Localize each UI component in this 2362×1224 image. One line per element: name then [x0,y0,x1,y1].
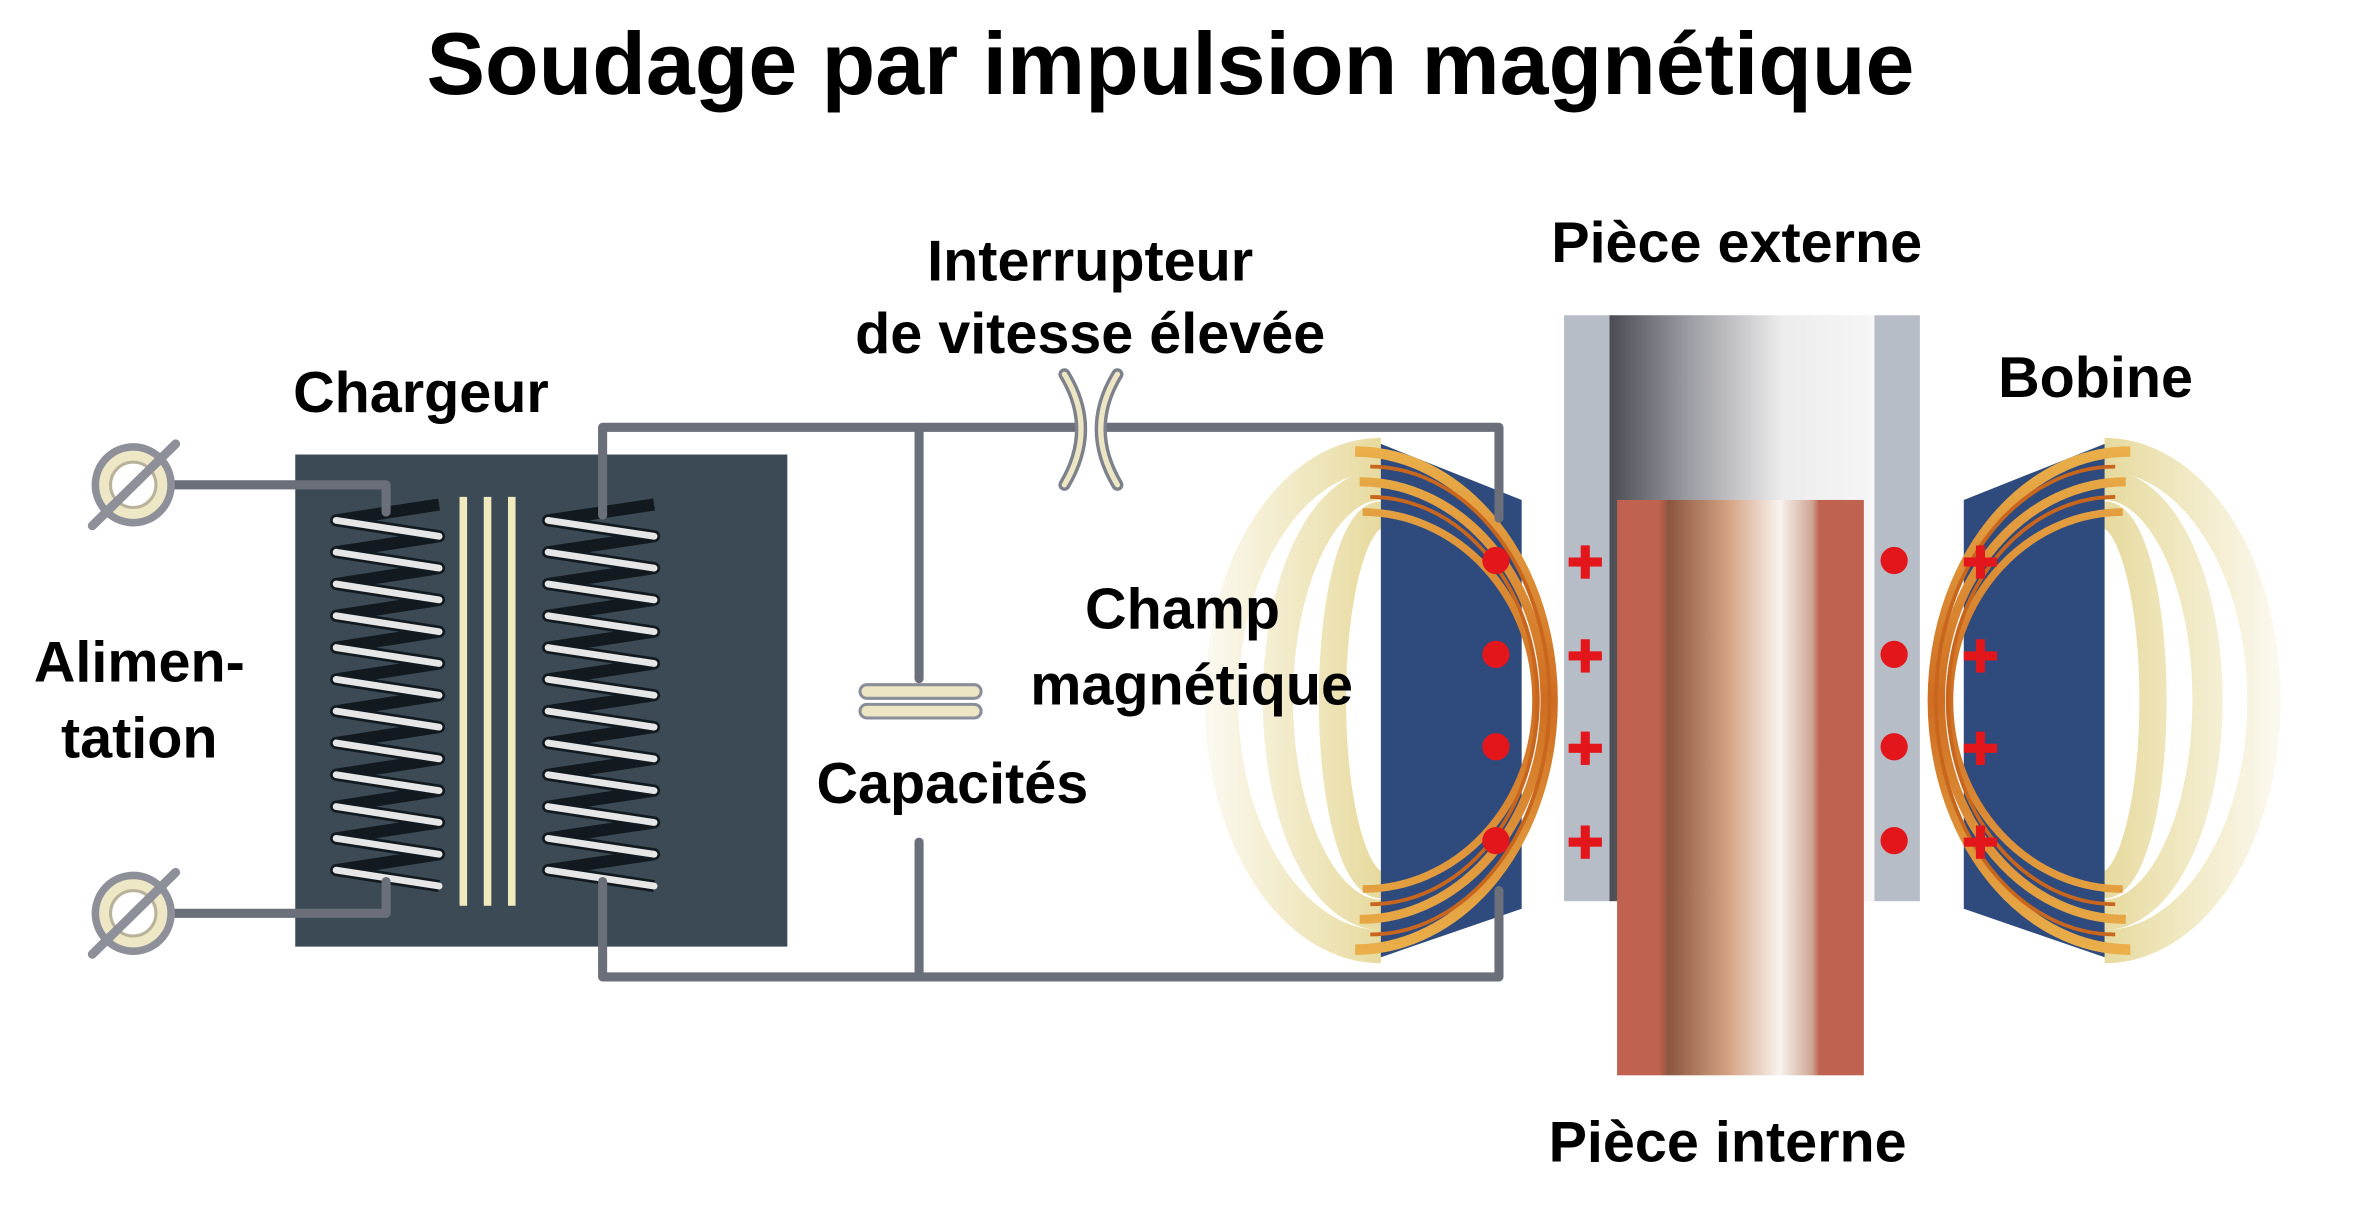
wire-bottom [598,876,1504,982]
terminal-slash [87,439,181,531]
field-line-pale [1262,469,1382,930]
bobine-right-assembly [1933,444,2264,957]
label-champ-line1: Champ [1085,578,1280,642]
plus-icon [1568,825,1602,859]
plus-icon [1568,639,1602,673]
outer-piece-wall-right [1874,315,1920,902]
inner-piece [1617,499,1864,1076]
diagram-title: Soudage par impulsion magnétique [426,15,1914,113]
field-line-orange [1370,495,1540,907]
label-alimentation-line1: Alimen- [34,631,245,695]
plus-icon [1568,545,1602,579]
field-line-orange [1355,446,1558,955]
label-bobine: Bobine [1998,346,2193,410]
label-piece-interne: Pièce interne [1549,1111,1907,1175]
label-piece-externe: Pièce externe [1551,211,1922,275]
label-interrupteur-line2: de vitesse élevée [855,302,1325,366]
charge-dot [1880,827,1908,855]
label-interrupteur-line1: Interrupteur [927,229,1253,293]
field-line-orange [1359,477,1550,924]
wire-top-right [1096,422,1504,523]
charge-dot [1880,733,1908,761]
charges-left [1482,545,1602,859]
plus-icon [1568,731,1602,765]
plus-icon [1963,825,1998,859]
bobine-left-assembly [1204,437,1558,964]
label-capacites: Capacités [816,752,1088,816]
capacitor-icon [858,683,983,720]
capacitor-plate [858,683,983,700]
transformer-core [459,496,516,906]
charge-dot [1482,640,1510,669]
charge-dot [1482,733,1510,761]
terminal-icon [87,867,181,959]
label-alimentation-line2: tation [61,706,218,770]
charge-dot [1880,546,1908,575]
primary-coil-front [332,516,443,890]
outer-piece-wall-left [1564,315,1610,902]
charges-right [1880,545,1998,859]
switch-arc-left [1061,371,1084,488]
circuit-wires [168,422,1504,982]
wire-supply-bottom [168,876,391,918]
field-line-pale [1318,501,1383,899]
label-chargeur: Chargeur [293,361,549,425]
plus-icon [1963,731,1998,765]
plus-icon [1963,545,1998,579]
wire-supply-top [168,480,391,517]
capacitor-plate [858,702,983,720]
secondary-coil-front [544,516,658,890]
terminal-slash [87,867,181,959]
charge-dot [1880,640,1908,669]
charge-dot [1482,546,1510,575]
charge-dot [1482,827,1510,855]
terminal-icon [87,439,181,531]
switch-icon [1058,368,1124,491]
switch-arc-right [1098,371,1121,488]
field-line-pale [1204,437,1382,964]
plus-icon [1963,639,1998,673]
field-line-orange [1370,464,1552,937]
label-champ-line2: magnétique [1030,653,1353,717]
